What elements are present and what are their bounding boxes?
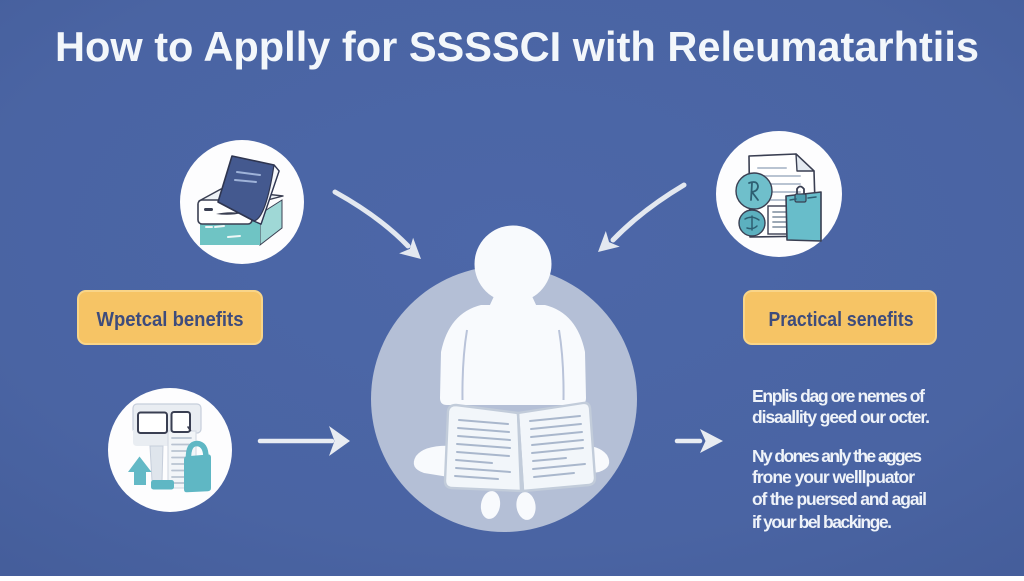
svg-text:Wpetcal benefits: Wpetcal benefits	[97, 309, 244, 331]
svg-text:of the puersed and agail: of the puersed and agail	[752, 489, 927, 509]
svg-text:Ny dones anly the agges: Ny dones anly the agges	[752, 446, 922, 466]
svg-text:if your bel backinge.: if your bel backinge.	[752, 512, 892, 532]
svg-text:disaallity geed our octer.: disaallity geed our octer.	[752, 407, 930, 427]
svg-text:frone your welllpuator: frone your welllpuator	[752, 467, 915, 487]
svg-text:Enplis dag ore nemes of: Enplis dag ore nemes of	[752, 386, 925, 406]
svg-text:How to Applly for SSSSCI with: How to Applly for SSSSCI with Releumatar…	[55, 23, 979, 70]
svg-text:Practical senefits: Practical senefits	[769, 309, 914, 331]
